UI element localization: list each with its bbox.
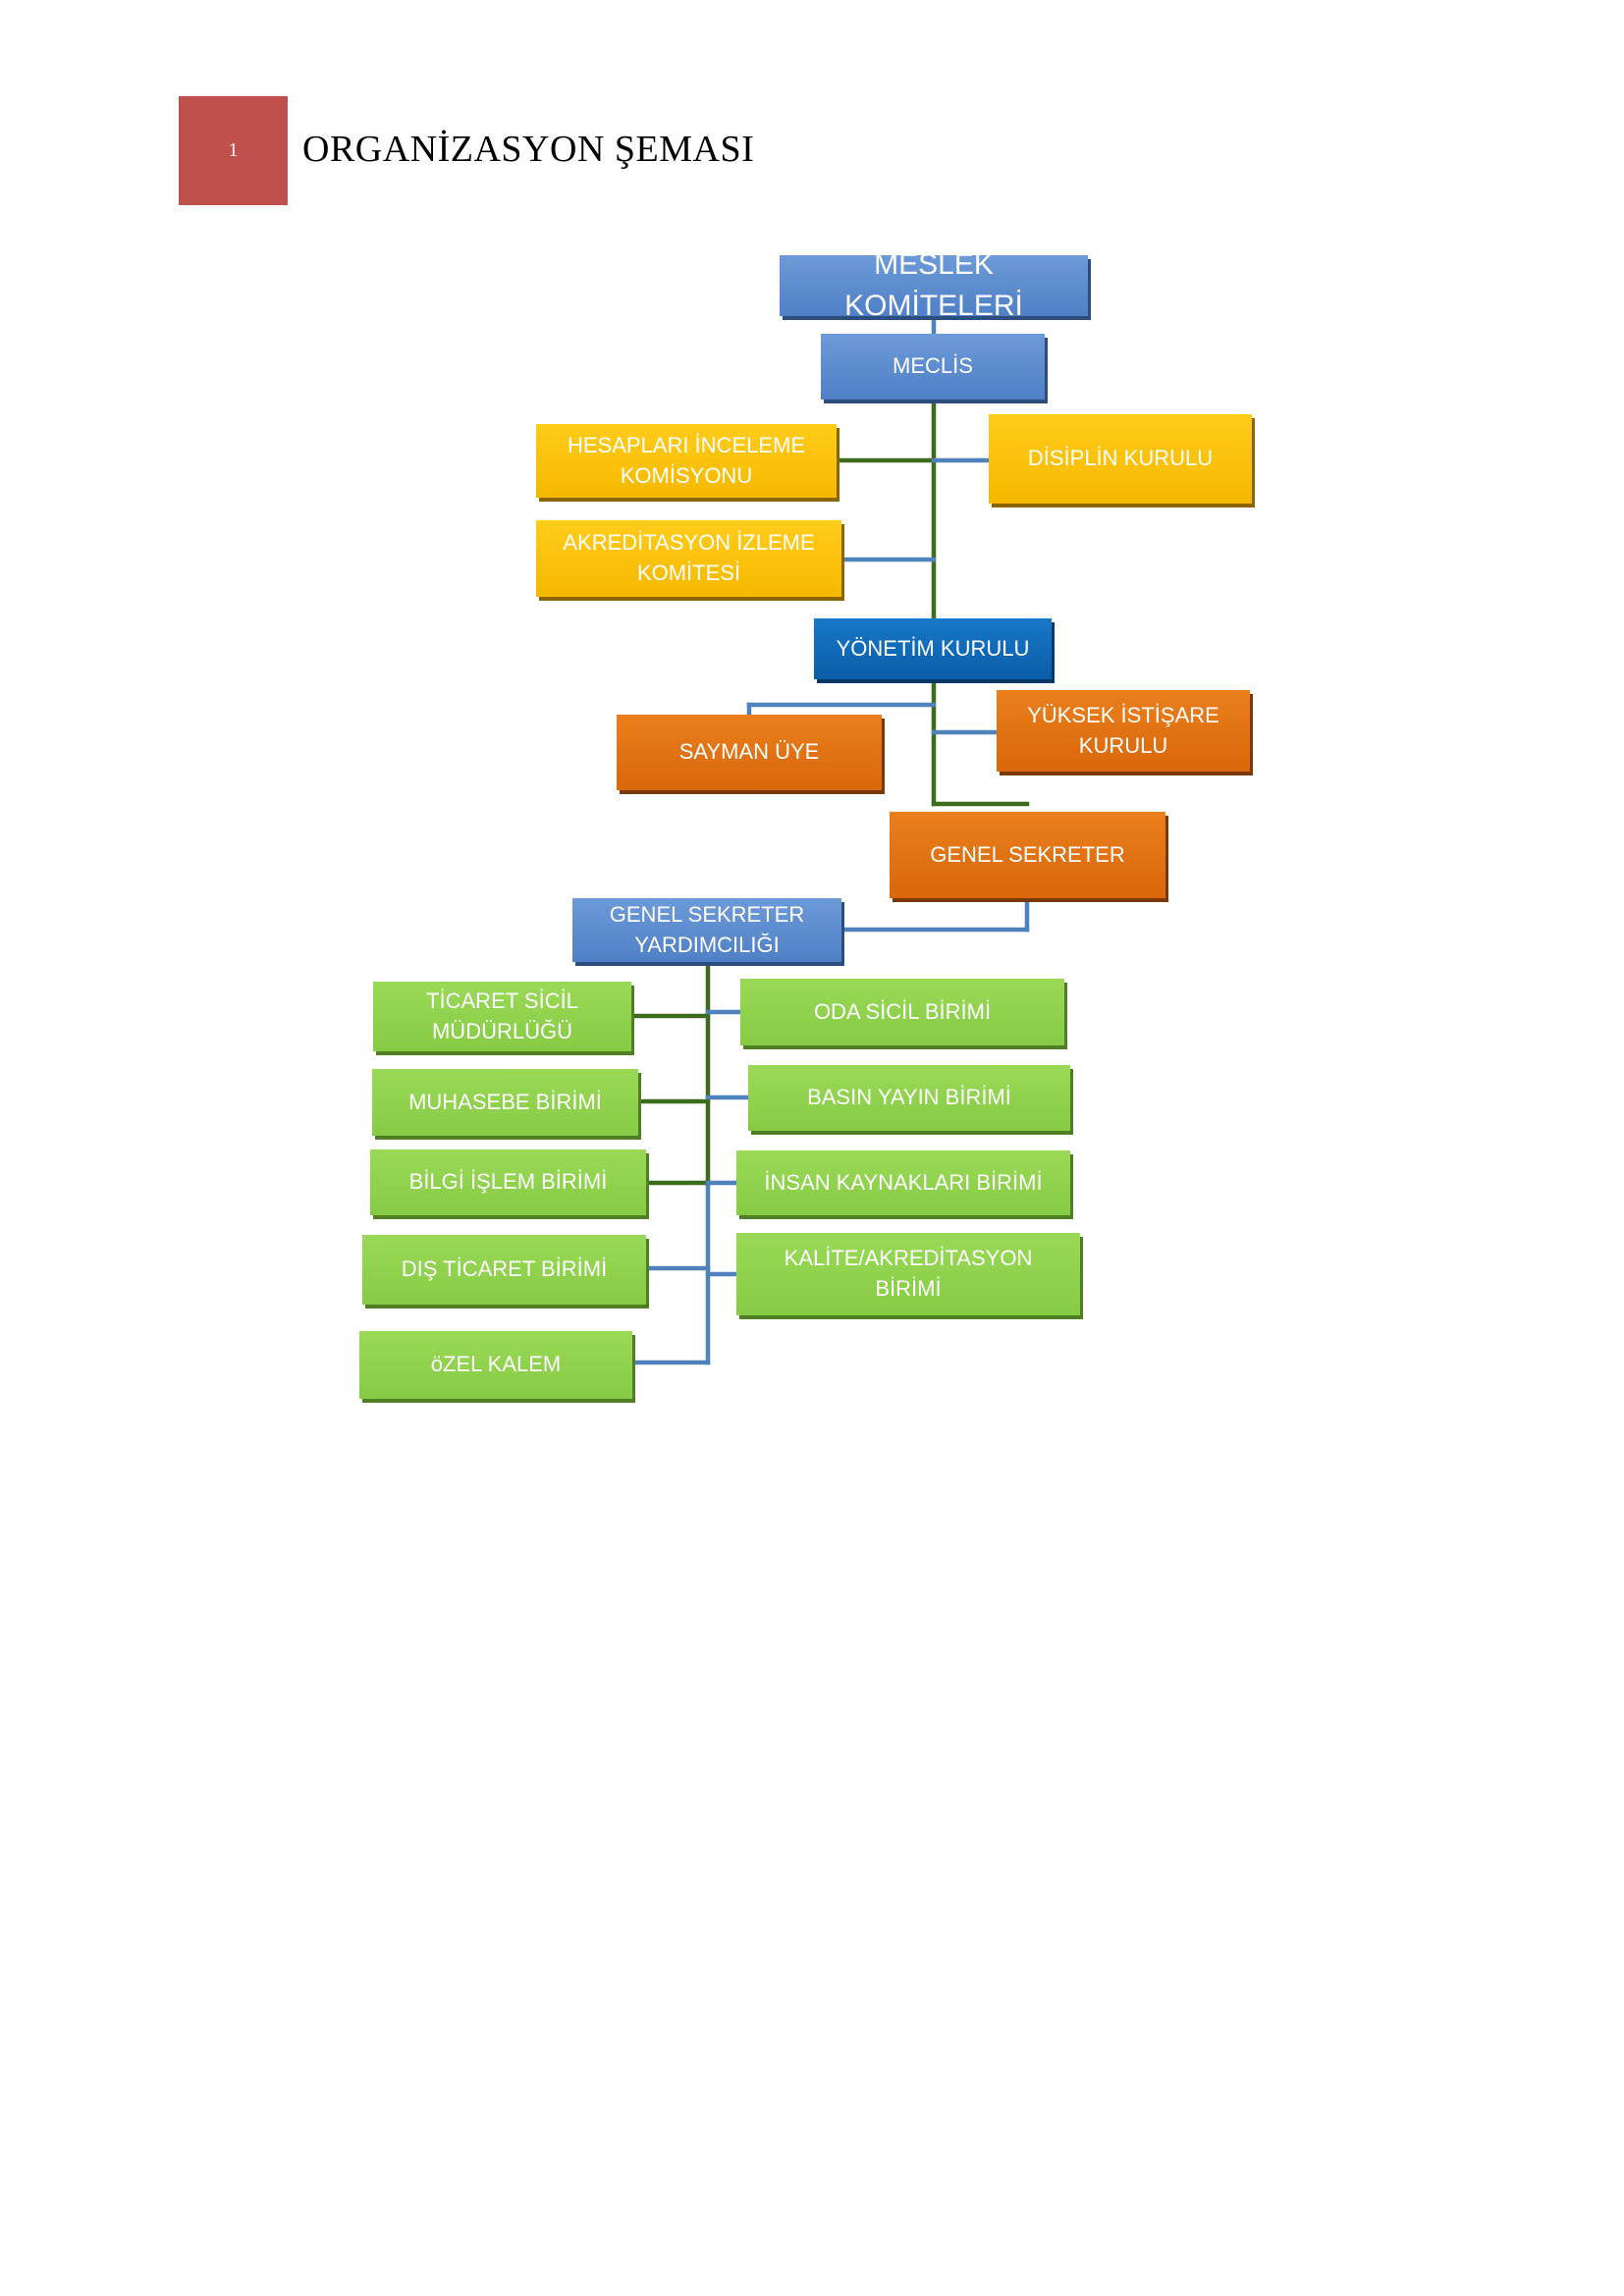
node-basin-yayin-birimi: BASIN YAYIN BİRİMİ <box>748 1065 1070 1131</box>
node-label: DİSİPLİN KURULU <box>1027 446 1214 471</box>
node-label-line-2: MÜDÜRLÜĞÜ <box>431 1018 572 1043</box>
node-label-line-1: KALİTE/AKREDİTASYON <box>784 1246 1033 1271</box>
node-genel-sekreter-yardimciligi: GENEL SEKRETER YARDIMCILIĞI <box>572 898 841 962</box>
node-yonetim-kurulu: YÖNETİM KURULU <box>814 618 1052 679</box>
node-yuksek-istisare-kurulu: YÜKSEK İSTİŞARE KURULU <box>997 690 1250 772</box>
node-label-line-2: BİRİMİ <box>875 1276 942 1301</box>
node-label-line-1: HESAPLARI İNCELEME <box>567 432 806 457</box>
node-label: MESLEK KOMİTELERİ <box>844 248 1023 322</box>
node-label-line-1: GENEL SEKRETER <box>609 901 805 927</box>
node-label: DIŞ TİCARET BİRİMİ <box>401 1256 608 1282</box>
node-ozel-kalem: öZEL KALEM <box>359 1331 632 1399</box>
node-label-line-1: AKREDİTASYON İZLEME <box>563 530 815 556</box>
node-disiplin-kurulu: DİSİPLİN KURULU <box>989 414 1252 504</box>
section-number: 1 <box>228 139 239 161</box>
section-number-badge: 1 <box>179 96 288 205</box>
node-label: YÖNETİM KURULU <box>836 635 1030 661</box>
node-label: GENEL SEKRETER <box>930 841 1125 867</box>
node-bilgi-islem-birimi: BİLGİ İŞLEM BİRİMİ <box>370 1149 646 1215</box>
node-label: ODA SİCİL BİRİMİ <box>813 998 992 1024</box>
node-muhasebe-birimi: MUHASEBE BİRİMİ <box>372 1069 638 1136</box>
node-insan-kaynaklari-birimi: İNSAN KAYNAKLARI BİRİMİ <box>736 1150 1070 1215</box>
node-label: BİLGİ İŞLEM BİRİMİ <box>408 1169 608 1195</box>
node-kalite-akreditasyon-birimi: KALİTE/AKREDİTASYON BİRİMİ <box>736 1233 1080 1315</box>
node-akreditasyon-izleme-komitesi: AKREDİTASYON İZLEME KOMİTESİ <box>536 520 841 597</box>
node-meslek-komiteleri: MESLEK KOMİTELERİ <box>780 248 1088 322</box>
node-label: öZEL KALEM <box>430 1352 562 1377</box>
node-oda-sicil-birimi: ODA SİCİL BİRİMİ <box>740 979 1064 1045</box>
node-label-line-2: KURULU <box>1078 732 1168 758</box>
node-label-line-2: YARDIMCILIĞI <box>634 932 780 957</box>
page-title: ORGANİZASYON ŞEMASI <box>302 129 755 170</box>
node-sayman-uye: SAYMAN ÜYE <box>617 715 882 790</box>
node-label-line-1: TİCARET SİCİL <box>426 988 578 1013</box>
node-label: MUHASEBE BİRİMİ <box>408 1089 602 1114</box>
node-label-line-1: YÜKSEK İSTİŞARE <box>1027 702 1219 727</box>
node-label-line-2: KOMİSYONU <box>620 462 753 488</box>
node-hesaplari-inceleme-komisyonu: HESAPLARI İNCELEME KOMİSYONU <box>536 424 837 498</box>
node-ticaret-sicil-mudurlugu: TİCARET SİCİL MÜDÜRLÜĞÜ <box>373 982 631 1051</box>
node-label: MECLİS <box>893 353 973 379</box>
node-label: BASIN YAYIN BİRİMİ <box>807 1085 1011 1110</box>
node-label: SAYMAN ÜYE <box>678 739 820 765</box>
node-meclis: MECLİS <box>821 334 1045 400</box>
node-label-line-2: KOMİTESİ <box>636 561 741 585</box>
node-label: İNSAN KAYNAKLARI BİRİMİ <box>764 1169 1043 1195</box>
node-genel-sekreter: GENEL SEKRETER <box>890 812 1165 898</box>
node-dis-ticaret-birimi: DIŞ TİCARET BİRİMİ <box>362 1235 646 1305</box>
